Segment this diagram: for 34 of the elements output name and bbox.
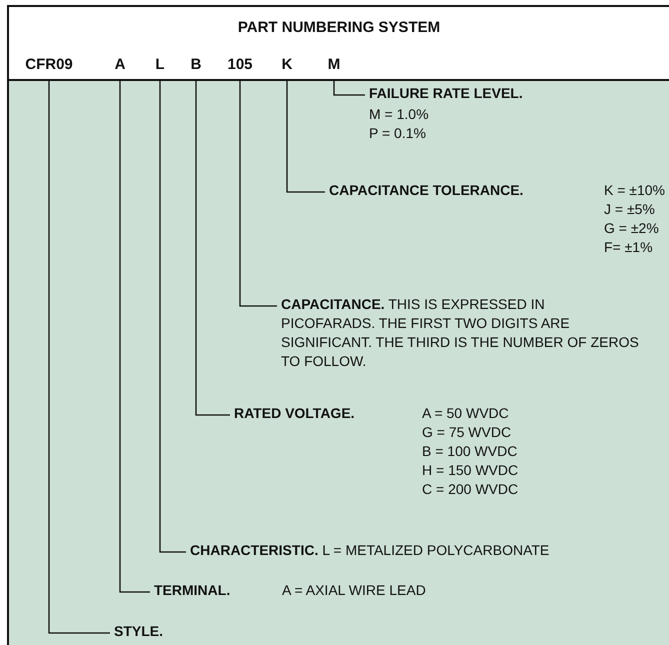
leader-line bbox=[239, 80, 277, 307]
value-text: H = 150 WVDC bbox=[422, 461, 518, 480]
code-letter: K bbox=[282, 51, 292, 79]
field-heading: STYLE. bbox=[114, 622, 164, 641]
value-text: M = 1.0% bbox=[369, 105, 429, 124]
code-letter: L bbox=[155, 51, 165, 79]
leader-line bbox=[48, 80, 110, 634]
field-heading: TERMINAL. bbox=[154, 581, 230, 600]
leader-line bbox=[159, 80, 186, 553]
value-text: G = ±2% bbox=[604, 219, 659, 238]
field-heading: CAPACITANCE TOLERANCE. bbox=[329, 181, 524, 200]
field-heading: FAILURE RATE LEVEL. bbox=[369, 84, 523, 103]
code-letter: 105 bbox=[227, 51, 253, 79]
value-text: J = ±5% bbox=[604, 200, 655, 219]
leader-line bbox=[119, 80, 150, 593]
value-text: P = 0.1% bbox=[369, 124, 426, 143]
code-letter: B bbox=[190, 51, 202, 79]
description-text: CAPACITANCE. THIS IS EXPRESSED IN PICOFARADS. THE FIRST TWO DIGITS ARE SIGNIFICANT. THE THIRD IS THE NUMBER OF ZEROS TO FOLLOW. bbox=[281, 295, 640, 371]
leader-line bbox=[333, 80, 365, 96]
code-letter: A bbox=[114, 51, 126, 79]
value-text: F= ±1% bbox=[604, 238, 653, 257]
leader-line bbox=[286, 80, 325, 193]
value-text: C = 200 WVDC bbox=[422, 480, 518, 499]
leader-line bbox=[195, 80, 230, 416]
description-text: CHARACTERISTIC. L = METALIZED POLYCARBONATE bbox=[190, 541, 550, 560]
code-letter: CFR09 bbox=[25, 51, 73, 79]
code-letter: M bbox=[328, 51, 340, 79]
value-text: A = 50 WVDC bbox=[422, 404, 509, 423]
value-text: G = 75 WVDC bbox=[422, 423, 512, 442]
field-heading: RATED VOLTAGE. bbox=[234, 404, 355, 423]
value-text: K = ±10% bbox=[604, 181, 665, 200]
value-text: B = 100 WVDC bbox=[422, 442, 518, 461]
value-text: A = AXIAL WIRE LEAD bbox=[282, 581, 426, 600]
title: PART NUMBERING SYSTEM bbox=[236, 19, 442, 36]
